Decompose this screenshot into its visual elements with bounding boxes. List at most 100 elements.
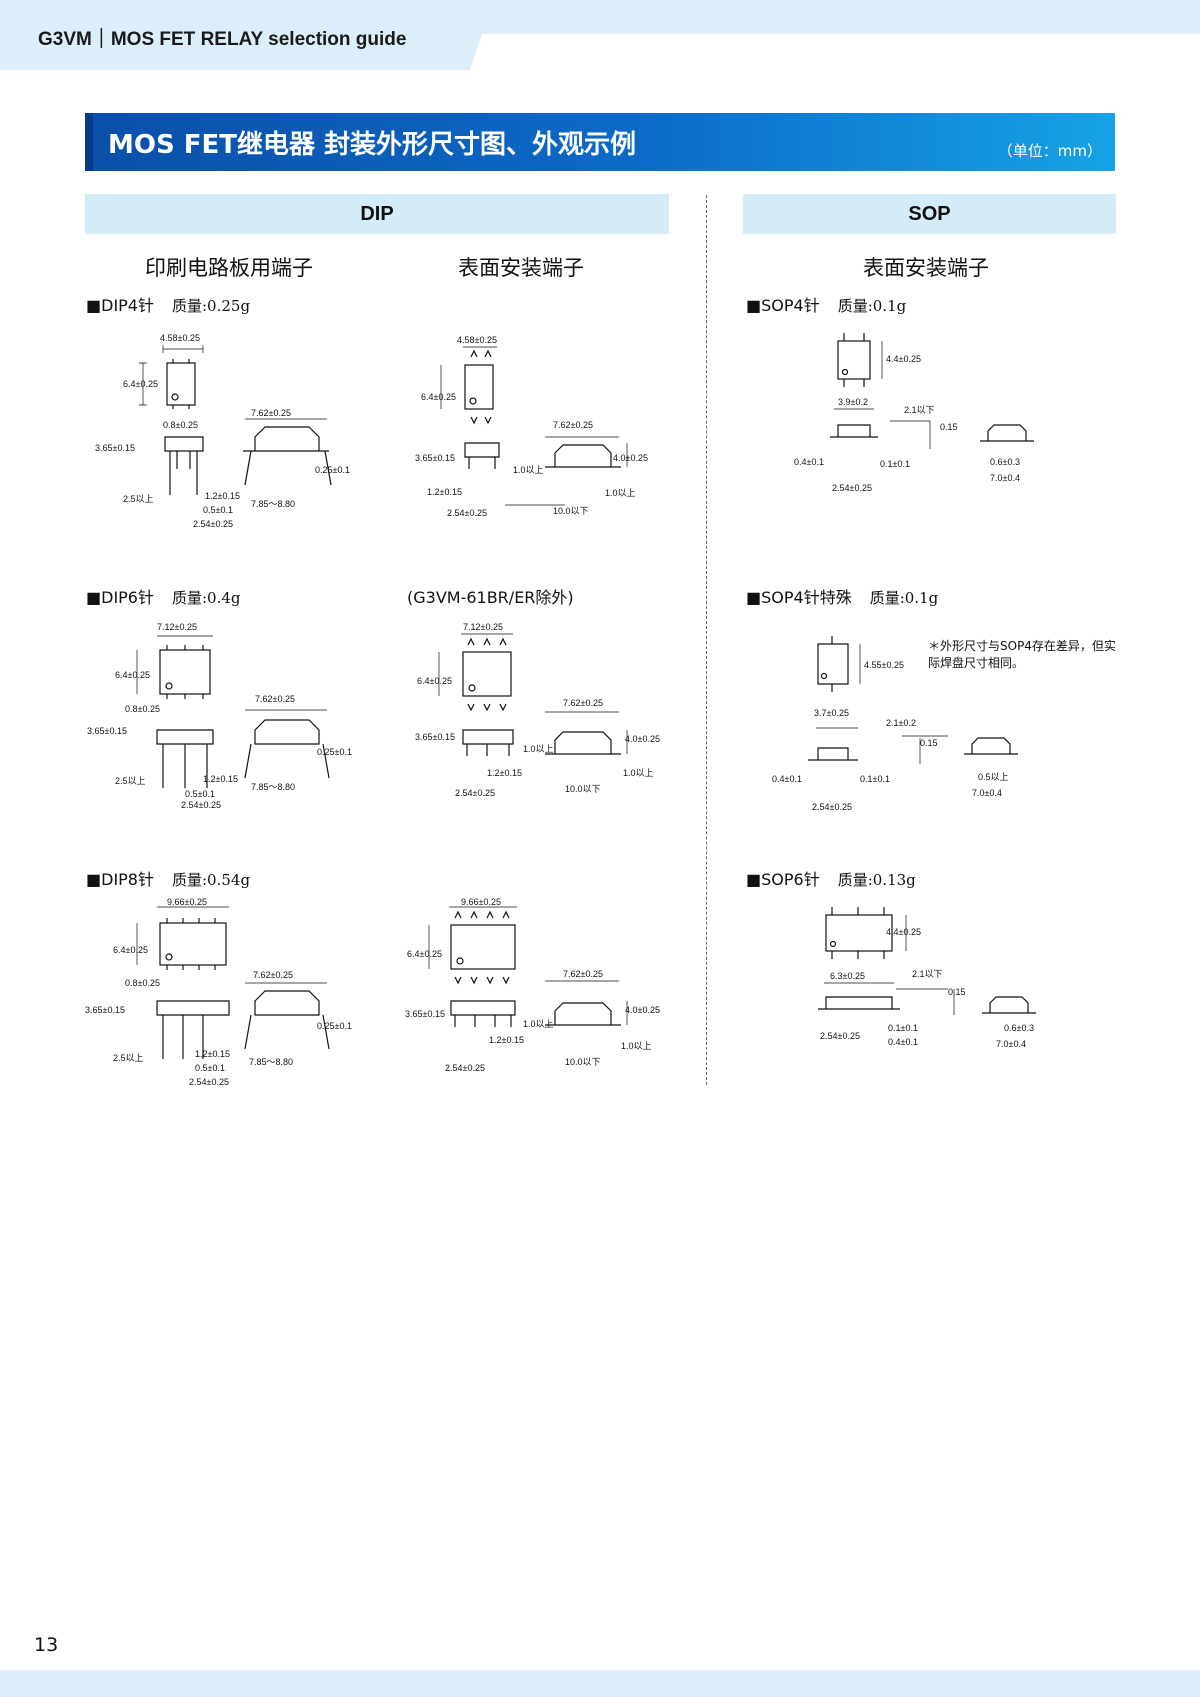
dip8s-dim-966: 9.66±0.25	[461, 897, 501, 907]
dip6s-dim-100: 10.0以下	[565, 784, 601, 794]
sop4s-dim-70: 7.0±0.4	[972, 788, 1002, 798]
sop4-dim-39: 3.9±0.2	[838, 397, 868, 407]
dip4s-dim-458: 4.58±0.25	[457, 335, 497, 345]
dip6s-dim-64: 6.4±0.25	[417, 676, 452, 686]
sop4s-mass: 质量:0.1g	[869, 589, 939, 607]
dip8-label: ■DIP8针质量:0.54g	[86, 866, 250, 890]
dip6-label: ■DIP6针质量:0.4g	[86, 584, 241, 608]
dip4s-dim-254: 2.54±0.25	[447, 508, 487, 518]
sop4-dim-04: 0.4±0.1	[794, 457, 824, 467]
sop6-dim-01: 0.1±0.1	[888, 1023, 918, 1033]
dip8-name: ■DIP8针	[86, 870, 154, 889]
dip8-dim-785: 7.85～8.80	[249, 1057, 293, 1067]
sop4-dim-06: 0.6±0.3	[990, 457, 1020, 467]
dip8s-dim-100: 10.0以下	[565, 1057, 601, 1067]
sop6-dim-015: 0.15	[948, 987, 966, 997]
dip8s-dim-12: 1.2±0.15	[489, 1035, 524, 1045]
dip4s-dim-10b: 1.0以上	[605, 488, 636, 498]
dip4s-dim-64: 6.4±0.25	[421, 392, 456, 402]
dip4-dim-12: 1.2±0.15	[205, 491, 240, 501]
sop6-drawing: 4.4±0.25 6.3±0.25 2.1以下 0.15 2.54±0.25 0…	[818, 907, 1036, 1049]
dip6-dim-25: 2.5以上	[115, 776, 146, 786]
dip8-dim-64: 6.4±0.25	[113, 945, 148, 955]
dip4-name: ■DIP4针	[86, 296, 154, 315]
dip4-dim-05: 0.5±0.1	[203, 505, 233, 515]
sop4s-dim-21b: 2.1±0.2	[886, 718, 916, 728]
dip6s-dim-762: 7.62±0.25	[563, 698, 603, 708]
sop4-name: ■SOP4针	[746, 296, 820, 315]
sop4s-dim-04: 0.4±0.1	[772, 774, 802, 784]
dip8-mass: 质量:0.54g	[172, 871, 251, 889]
dip8-dim-762: 7.62±0.25	[253, 970, 293, 980]
sop4s-dim-01: 0.1±0.1	[860, 774, 890, 784]
dip6-dim-365: 3.65±0.15	[87, 726, 127, 736]
sop6-dim-21: 2.1以下	[912, 969, 943, 979]
dip-section-header: DIP	[85, 194, 669, 234]
dip6-dim-12: 1.2±0.15	[203, 774, 238, 784]
dip4-dim-025: 0.25±0.1	[315, 465, 350, 475]
sop4-dim-254: 2.54±0.25	[832, 483, 872, 493]
sop6-label: ■SOP6针质量:0.13g	[746, 866, 916, 890]
title-banner	[85, 113, 1115, 171]
dip8s-dim-64: 6.4±0.25	[407, 949, 442, 959]
dip6-dim-254: 2.54±0.25	[181, 800, 221, 810]
dip6-name: ■DIP6针	[86, 588, 154, 607]
dip6-dim-762: 7.62±0.25	[255, 694, 295, 704]
sop4s-dim-37: 3.7±0.25	[814, 708, 849, 718]
sop4s-dim-455: 4.55±0.25	[864, 660, 904, 670]
dip8-dim-254: 2.54±0.25	[189, 1077, 229, 1087]
dip6-dim-08: 0.8±0.25	[125, 704, 160, 714]
page-number: 13	[34, 1634, 59, 1656]
sop4-label: ■SOP4针质量:0.1g	[746, 292, 906, 316]
dip4-pcb-drawing: 4.58±0.25 6.4±0.25 0.8±0.25 3.65±0.15 7.…	[95, 333, 350, 529]
sop6-dim-06: 0.6±0.3	[1004, 1023, 1034, 1033]
dip6s-dim-12: 1.2±0.15	[487, 768, 522, 778]
dip4s-dim-40: 4.0±0.25	[613, 453, 648, 463]
dip6-dim-025: 0.25±0.1	[317, 747, 352, 757]
sop6-dim-63: 6.3±0.25	[830, 971, 865, 981]
sop6-name: ■SOP6针	[746, 870, 820, 889]
dip-smt-terminal-heading: 表面安装端子	[458, 256, 584, 280]
dip4-dim-365: 3.65±0.15	[95, 443, 135, 453]
dip6-dim-05: 0.5±0.1	[185, 789, 215, 799]
sop4-mass: 质量:0.1g	[837, 297, 907, 315]
dip6-dim-712: 7.12±0.25	[157, 622, 197, 632]
dip8-dim-365: 3.65±0.15	[85, 1005, 125, 1015]
sop4-dim-015: 0.15	[940, 422, 958, 432]
dip8s-dim-365: 3.65±0.15	[405, 1009, 445, 1019]
sop4s-name: ■SOP4针特殊	[746, 588, 852, 607]
dip6-mass: 质量:0.4g	[172, 589, 241, 607]
sop4-drawing: 4.4±0.25 3.9±0.2 2.1以下 0.15 0.4±0.1 0.1±…	[794, 333, 1034, 493]
dip4s-dim-10a: 1.0以上	[513, 465, 544, 475]
dip6s-dim-40: 4.0±0.25	[625, 734, 660, 744]
dip8s-dim-762: 7.62±0.25	[563, 969, 603, 979]
sop4s-note: ＊外形尺寸与SOP4存在差异，但实际焊盘尺寸相同。	[928, 639, 1116, 670]
sop4s-dim-254: 2.54±0.25	[812, 802, 852, 812]
dip8-dim-025: 0.25±0.1	[317, 1021, 352, 1031]
sop6-dim-04: 0.4±0.1	[888, 1037, 918, 1047]
dip8s-dim-254: 2.54±0.25	[445, 1063, 485, 1073]
dip6-dim-64: 6.4±0.25	[115, 670, 150, 680]
header-title: G3VM｜MOS FET RELAY selection guide	[38, 29, 407, 50]
sop4-dim-70: 7.0±0.4	[990, 473, 1020, 483]
page-title: MOS FET继电器 封装外形尺寸图、外观示例	[108, 130, 637, 160]
sop4s-dim-015: 0.15	[920, 738, 938, 748]
dip4-mass: 质量:0.25g	[172, 297, 251, 315]
dip4s-dim-365: 3.65±0.15	[415, 453, 455, 463]
dip8s-dim-40: 4.0±0.25	[625, 1005, 660, 1015]
sop-section-header: SOP	[743, 194, 1116, 234]
dip8-pcb-drawing: 9.66±0.25 6.4±0.25 0.8±0.25 3.65±0.15 7.…	[85, 897, 352, 1087]
dip4s-dim-100: 10.0以下	[553, 506, 589, 516]
dip4-dim-08: 0.8±0.25	[163, 420, 198, 430]
sop4s-drawing: 4.55±0.25 3.7±0.25 2.1±0.2 0.15 0.4±0.1 …	[772, 636, 1018, 812]
sop-smt-terminal-heading: 表面安装端子	[863, 256, 989, 280]
unit-label: （单位：mm）	[997, 142, 1102, 160]
sop6-mass: 质量:0.13g	[837, 871, 916, 889]
sop4s-label: ■SOP4针特殊质量:0.1g	[746, 584, 938, 608]
header-band-cut	[470, 34, 1200, 70]
dip4-dim-254: 2.54±0.25	[193, 519, 233, 529]
sop4-dim-21: 2.1以下	[904, 405, 935, 415]
sop4s-dim-05b: 0.5以上	[978, 772, 1009, 782]
dip8-dim-25: 2.5以上	[113, 1053, 144, 1063]
dip8s-dim-10a: 1.0以上	[523, 1019, 554, 1029]
